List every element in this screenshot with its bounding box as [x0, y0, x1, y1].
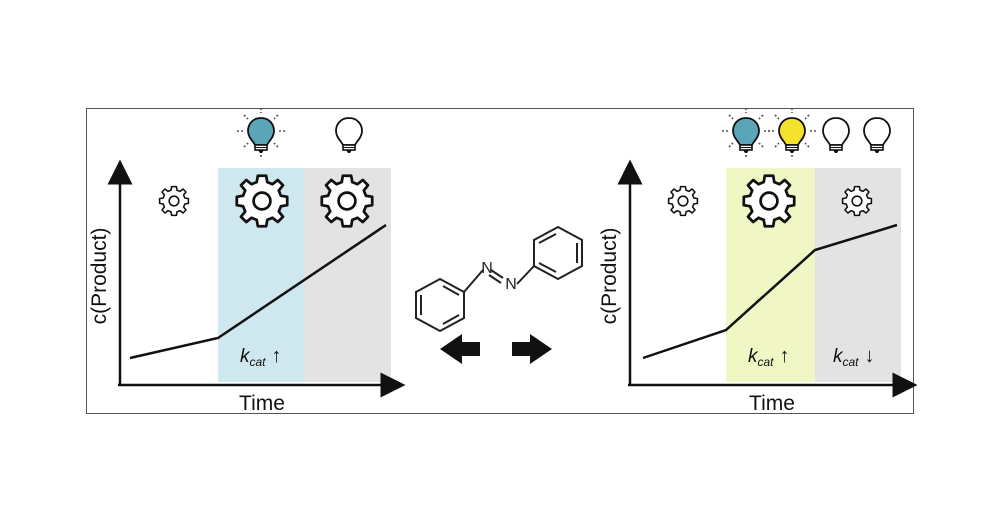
bulb-off-icon [335, 117, 363, 154]
right-product-curve [642, 223, 898, 360]
blue-bulb-lit-icon [721, 107, 771, 158]
large-gear-icon [235, 174, 289, 228]
right-x-label: Time [749, 392, 795, 415]
small-gear-icon [841, 185, 873, 217]
yellow-bulb-lit-icon [767, 107, 817, 158]
bulb-off-icon [863, 117, 891, 154]
right-rate-label-up: kcat↑ [748, 345, 790, 369]
large-gear-icon [320, 174, 374, 228]
azo-n-label-1: N [481, 260, 493, 277]
azobenzene-structure [415, 225, 583, 333]
right-arrow-icon [512, 334, 552, 364]
left-panel: c(Product) Time kcat↑ [88, 107, 406, 415]
azo-n-label-2: N [505, 276, 517, 293]
left-arrow-icon [440, 334, 480, 364]
blue-bulb-lit-icon [236, 107, 286, 158]
left-rate-label: kcat↑ [240, 345, 282, 369]
right-y-label: c(Product) [598, 228, 621, 325]
left-x-label: Time [239, 392, 285, 415]
left-product-curve [129, 223, 387, 360]
left-y-label: c(Product) [88, 228, 111, 325]
right-panel: c(Product) Time kcat↑ kcat↓ [598, 107, 918, 415]
large-gear-icon [742, 174, 796, 228]
small-gear-icon [158, 185, 190, 217]
bulb-off-icon [822, 117, 850, 154]
small-gear-icon [667, 185, 699, 217]
right-rate-label-down: kcat↓ [833, 345, 875, 369]
